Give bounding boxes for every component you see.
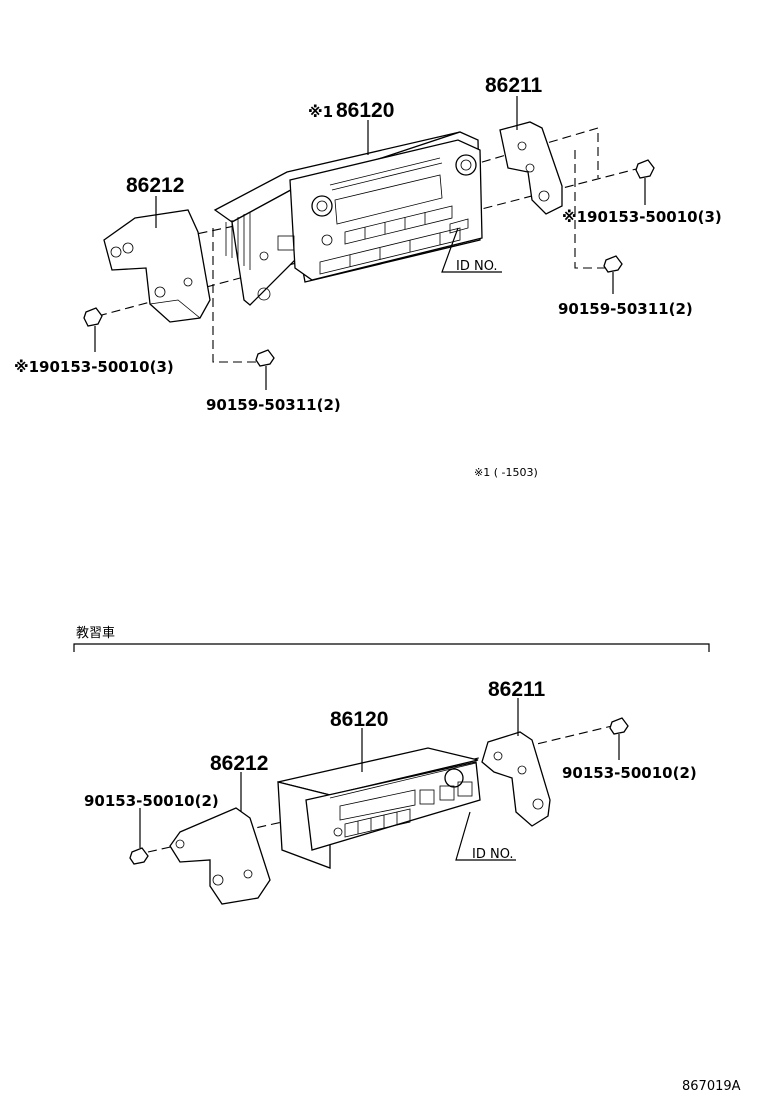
footnote: ※1 ( -1503) [474, 466, 538, 479]
screw-right-lower-label: 90159-50311(2) [558, 300, 693, 318]
screw-left-upper-label: ※190153-50010(3) [14, 358, 174, 376]
bracket-left-86212-bottom [169, 807, 271, 905]
radio-unit-86120-bottom [277, 747, 481, 869]
screw-left-lower-label: 90159-50311(2) [206, 396, 341, 414]
bracket-right-86211-bottom [481, 731, 551, 827]
id-label-top: ID NO. [456, 259, 498, 274]
alignment-line-right-drop [574, 150, 610, 269]
id-label-bottom: ID NO. [472, 847, 514, 862]
screw-left-label-bottom: 90153-50010(2) [84, 792, 219, 810]
bracket-left-part-number-bottom: 86212 [210, 752, 268, 775]
bracket-left-part-number: 86212 [126, 174, 184, 197]
radio-part-number: 86120 [336, 99, 394, 122]
radio-part-number-bottom: 86120 [330, 708, 388, 731]
screw-icon [83, 159, 655, 367]
screw-icon [129, 717, 629, 865]
screw-right-upper-label: ※190153-50010(3) [562, 208, 722, 226]
bottom-assembly [129, 698, 629, 905]
diagram-code: 867019A [682, 1079, 741, 1094]
radio-unit-86120 [213, 131, 483, 306]
screw-right-label-bottom: 90153-50010(2) [562, 764, 697, 782]
section-title: 教習車 [76, 625, 115, 641]
alignment-line-left-drop [212, 228, 258, 363]
alignment-line-bottom-upper [469, 725, 613, 761]
bracket-right-part-number-bottom: 86211 [488, 678, 546, 701]
leader-lines-bottom [139, 698, 620, 861]
bracket-right-86211 [499, 121, 563, 215]
leader-lines [94, 96, 646, 390]
bracket-left-86212 [103, 209, 211, 323]
radio-part-mark: ※1 [308, 103, 333, 121]
bracket-right-part-number: 86211 [485, 74, 543, 97]
section-divider [73, 643, 710, 652]
top-assembly [83, 96, 655, 390]
